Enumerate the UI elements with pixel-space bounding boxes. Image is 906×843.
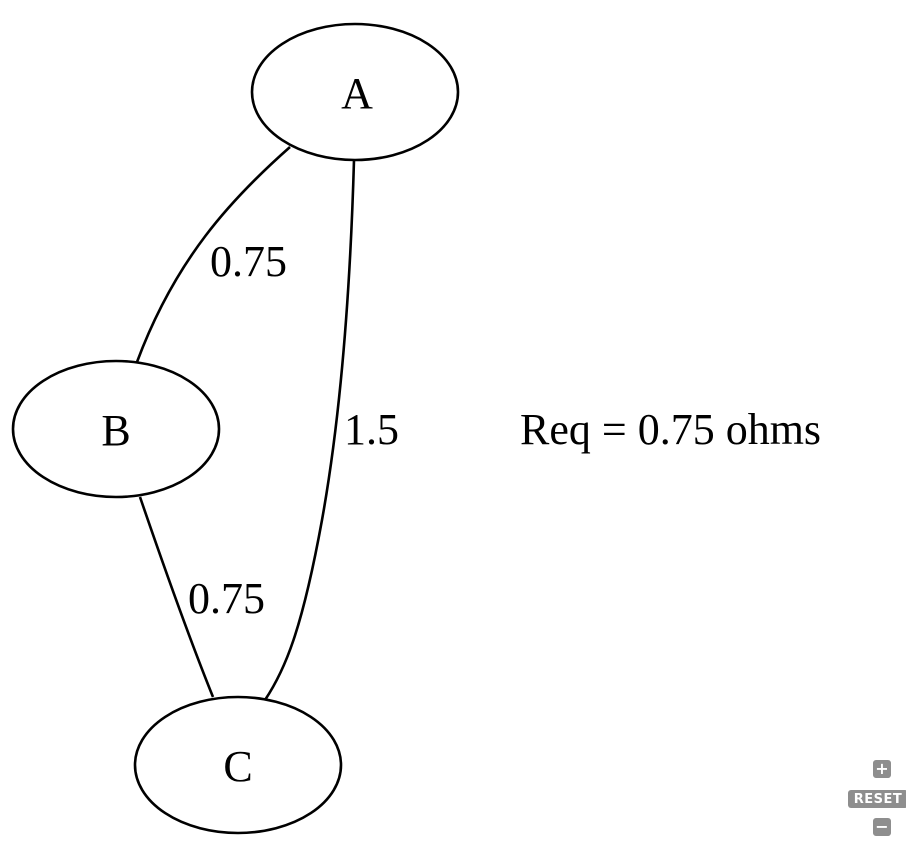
node-c-label: C [223,742,252,791]
node-a: A [250,22,460,162]
node-c: C [133,695,343,835]
equivalent-resistance-note: Req = 0.75 ohms [520,405,821,454]
edge-b-c [138,496,215,698]
edge-a-b-label: 0.75 [210,237,287,286]
node-b-label: B [101,406,130,455]
minus-icon: − [875,817,889,836]
edge-b-c-label: 0.75 [188,574,265,623]
zoom-controls: + RESET − [848,760,906,840]
plus-icon: + [875,759,889,778]
node-b: B [11,359,221,499]
edge-a-c [263,159,356,701]
reset-button[interactable]: RESET [848,790,906,808]
edge-a-c-label: 1.5 [344,405,399,454]
zoom-out-button[interactable]: − [873,818,891,836]
node-a-label: A [341,69,373,118]
zoom-in-button[interactable]: + [873,760,891,778]
edge-a-b [135,146,291,363]
